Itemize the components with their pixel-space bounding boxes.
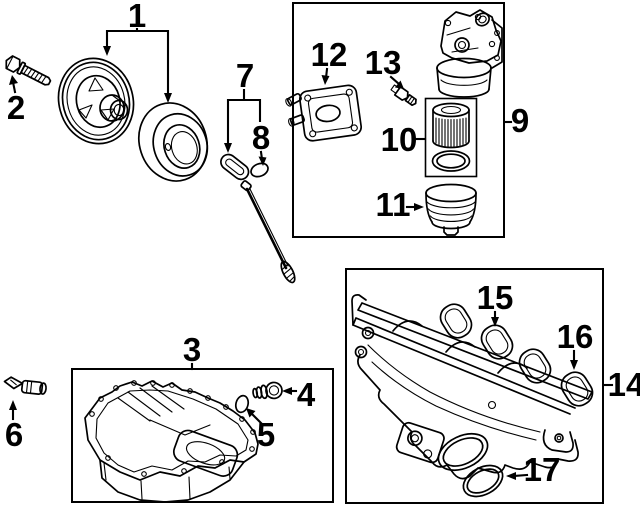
callout-6-label: 6 — [5, 416, 23, 453]
callout-8: 8 — [252, 119, 270, 166]
callout-2-arrowhead — [9, 75, 18, 85]
crankshaft-damper-pulley — [57, 57, 135, 145]
callout-7: 7 — [224, 57, 262, 153]
oil-dipstick — [220, 153, 296, 284]
callout-11: 11 — [376, 186, 424, 223]
callout-11-label: 11 — [376, 186, 411, 223]
callout-12-arrowhead — [321, 75, 330, 85]
oil-jet — [3, 376, 47, 395]
callout-13-leader — [389, 75, 401, 86]
drain-plug-gasket — [234, 394, 250, 414]
callout-16: 16 — [557, 318, 594, 370]
oil-pan — [84, 380, 259, 503]
callout-5-arrowhead — [246, 408, 256, 418]
callout-1-arrowhead-left — [103, 46, 111, 56]
callout-1-leader — [105, 27, 170, 98]
oil-pan-bolt-holes — [89, 380, 256, 477]
callout-13-arrowhead — [395, 80, 404, 89]
callout-12-label: 12 — [311, 36, 348, 73]
oil-cooler — [285, 84, 363, 142]
oil-pressure-switch — [390, 84, 417, 107]
callout-13-label: 13 — [365, 44, 402, 81]
callout-17: 17 — [506, 451, 560, 488]
callout-8-label: 8 — [252, 119, 270, 156]
oil-drain-plug — [252, 381, 283, 400]
intake-manifold — [351, 294, 593, 480]
oil-filter-cap — [425, 183, 477, 236]
callout-7-label: 7 — [236, 57, 254, 94]
callout-5: 5 — [246, 408, 275, 453]
callout-3-label: 3 — [183, 331, 201, 368]
callout-6-arrowhead — [9, 400, 17, 410]
housing-o-ring — [475, 12, 490, 27]
intake-port-gasket-3 — [518, 348, 552, 384]
callout-1-arrowhead-right — [164, 93, 172, 103]
callout-2-label: 2 — [7, 89, 25, 126]
intake-port-gasket-2 — [480, 324, 514, 360]
callout-14: 14 — [602, 366, 640, 403]
callout-12: 12 — [311, 36, 348, 85]
oil-filter-kit-box — [424, 97, 478, 178]
callout-15: 15 — [477, 279, 514, 327]
callout-3: 3 — [183, 331, 201, 371]
callout-1-label: 1 — [128, 0, 146, 34]
callout-5-label: 5 — [257, 416, 275, 453]
callout-17-arrowhead — [506, 472, 516, 480]
callout-4: 4 — [282, 376, 316, 413]
manifold-o-ring — [462, 464, 504, 498]
callout-7-leader — [226, 88, 262, 148]
callout-6: 6 — [5, 400, 23, 453]
callout-10: 10 — [381, 121, 427, 158]
callout-7-arrowhead — [224, 143, 232, 153]
dipstick-o-ring — [250, 162, 269, 178]
callout-10-label: 10 — [381, 121, 418, 158]
callout-4-label: 4 — [297, 376, 316, 413]
callout-9-label: 9 — [511, 102, 529, 139]
oil-pan-box — [71, 368, 334, 503]
crankshaft-pulley-bolt — [5, 55, 52, 86]
callout-17-label: 17 — [524, 451, 561, 488]
oil-filter-element — [432, 102, 470, 149]
crankshaft-pulley — [138, 102, 209, 182]
oil-filter-o-ring — [431, 150, 471, 172]
oil-filter-housing — [436, 9, 503, 98]
callout-17-leader — [512, 473, 529, 478]
callout-16-label: 16 — [557, 318, 594, 355]
callout-15-label: 15 — [477, 279, 514, 316]
callout-15-arrowhead — [491, 317, 499, 327]
intake-manifold-box — [345, 268, 604, 504]
intake-port-gasket-1 — [439, 303, 473, 339]
intake-port-gasket-4 — [560, 371, 594, 407]
callout-16-arrowhead — [570, 360, 578, 370]
callout-9: 9 — [503, 102, 529, 139]
callout-13: 13 — [365, 44, 404, 89]
callout-1: 1 — [103, 0, 172, 103]
callout-5-leader — [250, 412, 263, 425]
callout-11-arrowhead — [414, 203, 424, 211]
callout-8-arrowhead — [258, 156, 267, 166]
callout-2: 2 — [7, 75, 25, 126]
callout-4-arrowhead — [282, 387, 292, 395]
